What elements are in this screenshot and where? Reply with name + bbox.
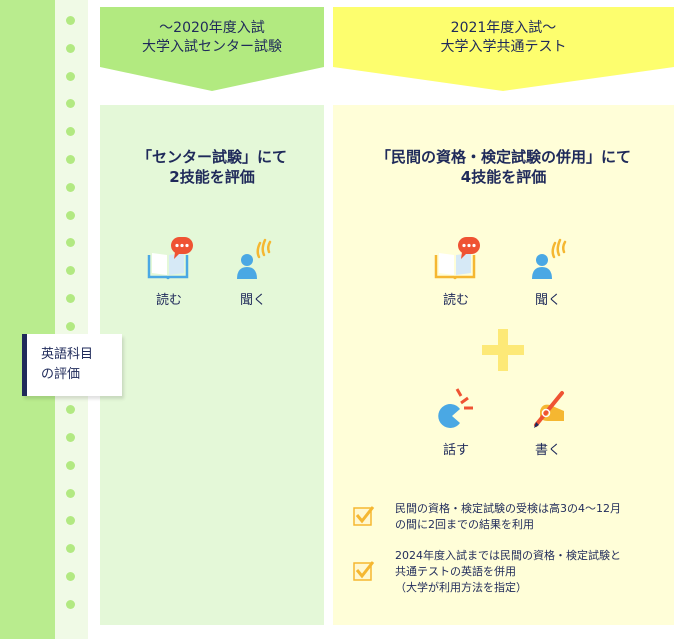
skill-label-listening: 聞く: [239, 293, 266, 308]
note-line: 民間の資格・検定試験の受検は高3の4～12月: [395, 502, 621, 515]
person-listening-icon: [237, 238, 272, 279]
label-text: 英語科目 の評価: [41, 345, 93, 385]
note-line: の間に2回までの結果を利用: [395, 518, 534, 531]
dot: [66, 210, 75, 220]
headline-line-2: 4技能を評価: [460, 168, 547, 186]
dot: [66, 544, 75, 554]
panel-common-test: 「民間の資格・検定試験の併用」にて 4技能を評価 読む 聞く: [333, 105, 674, 625]
banner-line-2: 大学入学共通テスト: [440, 39, 567, 55]
dot: [66, 460, 75, 470]
english-evaluation-label: 英語科目 の評価: [22, 334, 122, 396]
skill-listening: 聞く: [513, 235, 583, 308]
note-text: 民間の資格・検定試験の受検は高3の4～12月 の間に2回までの結果を利用: [395, 501, 665, 533]
skill-writing: 書く: [513, 385, 583, 458]
skill-label-listening: 聞く: [534, 293, 561, 308]
skill-reading: 読む: [134, 235, 204, 308]
plus-icon: [482, 329, 524, 371]
skill-speaking: 話す: [421, 385, 491, 458]
headline-line-2: 2技能を評価: [169, 168, 255, 186]
skill-listening: 聞く: [218, 235, 288, 308]
person-listening-icon: [532, 238, 567, 279]
arrow-banner-shape: [333, 7, 674, 91]
dot: [66, 154, 75, 164]
left-green-stripe: [0, 0, 55, 639]
label-line-1: 英語科目: [41, 347, 94, 362]
checkbox-checked-icon: [353, 561, 375, 581]
dot: [66, 405, 75, 415]
banner-line-1: ～2020年度入試: [159, 20, 265, 36]
skill-label-reading: 読む: [155, 293, 182, 308]
dot: [66, 266, 75, 276]
checkbox-checked-icon: [353, 506, 375, 526]
arrow-banner-shape: [100, 7, 324, 91]
skill-reading: 読む: [421, 235, 491, 308]
speaking-mouth-icon: [438, 388, 473, 428]
note-line: 共通テストの英語を併用: [395, 565, 516, 578]
note-line: 2024年度入試までは民間の資格・検定試験と: [395, 549, 621, 562]
dot: [66, 516, 75, 526]
dot: [66, 571, 75, 581]
dot: [66, 71, 75, 81]
dot: [66, 293, 75, 303]
book-speech-icon: [434, 237, 480, 280]
skill-label-writing: 書く: [534, 443, 561, 458]
dot: [66, 16, 75, 25]
skill-label-reading: 読む: [442, 293, 469, 308]
panel-headline: 「センター試験」にて 2技能を評価: [100, 147, 324, 187]
banner-common-test: 2021年度入試～ 大学入学共通テスト: [333, 7, 674, 91]
panel-center-exam: 「センター試験」にて 2技能を評価 読む 聞く: [100, 105, 324, 625]
dot: [66, 43, 75, 53]
note-text: 2024年度入試までは民間の資格・検定試験と 共通テストの英語を併用 （大学が利…: [395, 548, 665, 596]
banner-line-2: 大学入試センター試験: [142, 39, 282, 55]
headline-line-1: 「民間の資格・検定試験の併用」にて: [375, 148, 631, 166]
book-speech-icon: [147, 237, 193, 280]
headline-line-1: 「センター試験」にて: [136, 148, 287, 166]
dot: [66, 432, 75, 442]
dot: [66, 238, 75, 248]
notebook-dots: [66, 16, 76, 628]
dot: [66, 127, 75, 137]
panel-headline: 「民間の資格・検定試験の併用」にて 4技能を評価: [333, 147, 674, 187]
banner-text: 2021年度入試～ 大学入学共通テスト: [333, 19, 674, 57]
dot: [66, 321, 75, 331]
banner-text: ～2020年度入試 大学入試センター試験: [100, 19, 324, 57]
dot: [66, 488, 75, 498]
dot: [66, 182, 75, 192]
dot: [66, 599, 75, 609]
banner-center-exam: ～2020年度入試 大学入試センター試験: [100, 7, 324, 91]
hand-writing-pencil-icon: [534, 391, 564, 428]
dot: [66, 99, 75, 109]
skill-label-speaking: 話す: [442, 443, 469, 458]
banner-line-1: 2021年度入試～: [450, 20, 557, 36]
label-line-2: の評価: [41, 367, 81, 382]
note-line: （大学が利用方法を指定）: [395, 581, 527, 594]
